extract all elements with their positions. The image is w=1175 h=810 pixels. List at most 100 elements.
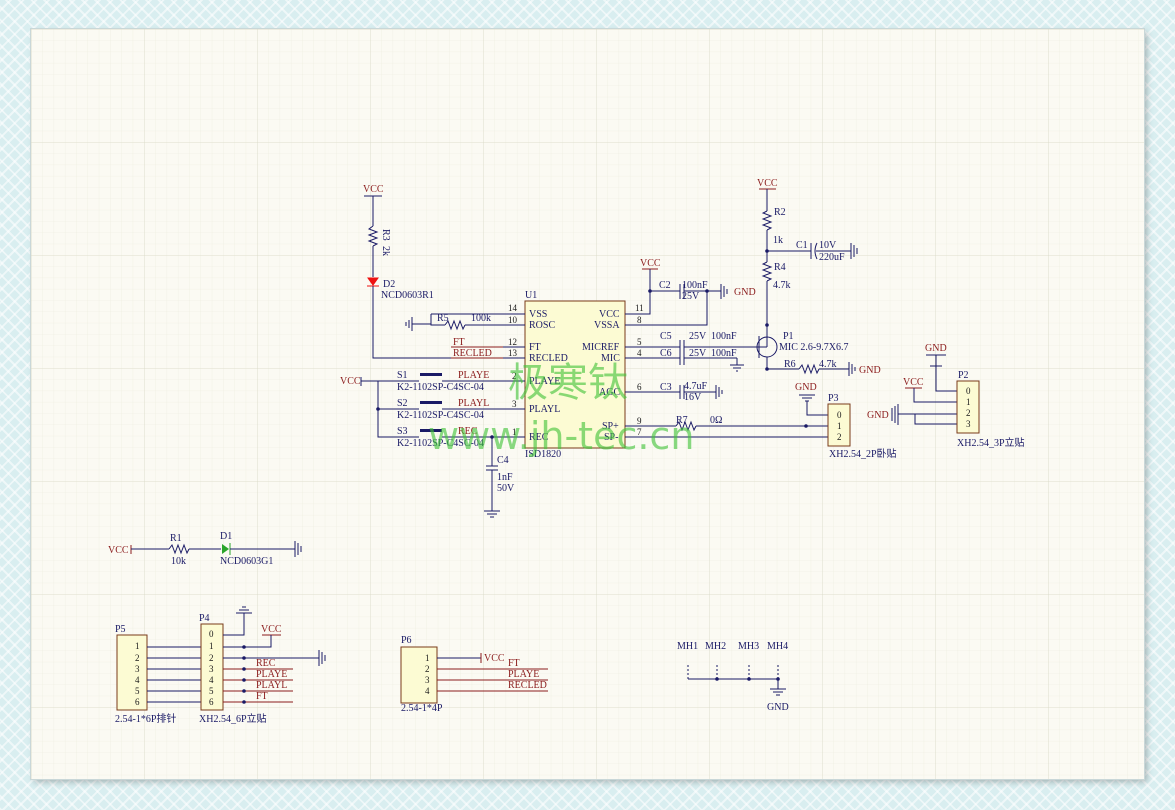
net-playe: PLAYE [458, 370, 489, 381]
s2-switch[interactable]: S2 K2-1102SP-C4SC-04 PLAYL [396, 398, 489, 421]
p2-connector[interactable]: P2 0 1 2 3 XH2.54_3P立贴 [956, 370, 1025, 449]
net-ft: FT [453, 337, 465, 348]
mh-label: MH2 [705, 641, 726, 652]
c5-voltage: 25V [689, 331, 707, 342]
c3-designator: C3 [660, 382, 672, 393]
p3-designator: P3 [828, 393, 839, 404]
p4-designator: P4 [199, 613, 210, 624]
p6-designator: P6 [401, 635, 412, 646]
p3-pin: 2 [837, 432, 842, 442]
p5-pin: 2 [135, 653, 140, 663]
r6-value: 4.7k [819, 359, 837, 370]
p4-connector[interactable]: P4 0 1 2 3 4 5 6 XH2.54_6P立贴 [199, 613, 267, 725]
net-playl: PLAYL [458, 398, 489, 409]
c3-value: 4.7uF [684, 381, 708, 392]
s3-switch[interactable]: S3 K2-1102SP-C4SC-04 REC [396, 426, 484, 449]
p5-pin: 5 [135, 686, 140, 696]
r6-designator: R6 [784, 359, 796, 370]
p6-pin: 2 [425, 664, 430, 674]
net-playl: PLAYL [256, 680, 287, 691]
ground-symbol [720, 284, 728, 299]
r1-resistor[interactable]: R1 10k [168, 533, 190, 567]
u1-pin-num: 13 [508, 348, 518, 358]
gnd-label: GND [767, 702, 789, 713]
vcc-label: VCC [261, 624, 282, 635]
ground-symbol [294, 541, 302, 557]
u1-pin-name: PLAYE [529, 376, 560, 387]
vcc-label: VCC [363, 184, 384, 195]
r2-designator: R2 [774, 207, 786, 218]
r7-designator: R7 [676, 415, 688, 426]
r7-value: 0Ω [710, 415, 722, 426]
s1-switch[interactable]: S1 K2-1102SP-C4SC-04 PLAYE [396, 370, 489, 393]
vcc-label: VCC [340, 376, 361, 387]
u1-pin-name: REC [529, 432, 549, 443]
r6-resistor[interactable]: R6 4.7k [784, 359, 837, 375]
u1-pin-num: 4 [637, 348, 642, 358]
p5-pin: 1 [135, 641, 140, 651]
u1-pin-name: ROSC [529, 320, 555, 331]
p2-part: XH2.54_3P立贴 [957, 436, 1025, 449]
c2-voltage: 25V [682, 291, 700, 302]
u1-pin-num: 3 [512, 399, 517, 409]
net-recled: RECLED [508, 680, 547, 691]
r3-resistor[interactable]: R3 2k [367, 225, 391, 256]
u1-pin-num: 9 [637, 416, 642, 426]
p3-connector[interactable]: P3 0 1 2 XH2.54_2P卧贴 [827, 393, 897, 460]
u1-part: ISD1820 [525, 449, 561, 460]
net-playe: PLAYE [508, 669, 539, 680]
p3-pin: 0 [837, 410, 842, 420]
gnd-label: GND [859, 365, 881, 376]
c2-value: 100nF [682, 280, 708, 291]
p5-header[interactable]: P5 1 2 3 4 5 6 2.54-1*6P排针 [115, 624, 176, 725]
d2-part: NCD0603R1 [381, 290, 434, 301]
mh-label: MH1 [677, 641, 698, 652]
r4-resistor[interactable]: R4 4.7k [761, 261, 791, 291]
r7-resistor[interactable]: R7 0Ω [675, 415, 722, 432]
u1-chip[interactable]: U1 ISD1820 14 VSS 10 ROSC 12 FT 13 RECLE… [503, 290, 649, 460]
p6-pin: 4 [425, 686, 430, 696]
c4-capacitor[interactable]: C4 1nF 50V [486, 437, 515, 511]
u1-pin-name: PLAYL [529, 404, 560, 415]
r2-resistor[interactable]: R2 1k [761, 207, 786, 246]
p4-pin: 6 [209, 697, 214, 707]
c4-voltage: 50V [497, 483, 515, 494]
p4-pin: 0 [209, 629, 214, 639]
net-recled: RECLED [453, 348, 492, 359]
r5-resistor[interactable]: R5 100k [437, 313, 491, 331]
r4-designator: R4 [774, 262, 786, 273]
u1-pin-name: FT [529, 342, 541, 353]
p5-part: 2.54-1*6P排针 [115, 712, 176, 725]
c4-value: 1nF [497, 472, 513, 483]
ground-symbol [848, 362, 856, 376]
ground-symbol [715, 385, 723, 399]
net-rec: REC [256, 658, 276, 669]
p4-pin: 1 [209, 641, 214, 651]
u1-pin-num: 7 [637, 427, 642, 437]
gnd-label: GND [925, 343, 947, 354]
p3-part: XH2.54_2P卧贴 [829, 447, 897, 460]
u1-pin-name: SP- [604, 432, 618, 443]
schematic-canvas: U1 ISD1820 14 VSS 10 ROSC 12 FT 13 RECLE… [31, 29, 1144, 779]
p3-pin: 1 [837, 421, 842, 431]
c1-capacitor[interactable]: C1 10V 220uF [796, 240, 845, 263]
vcc-label: VCC [640, 258, 661, 269]
mounting-holes: MH1 MH2 MH3 MH4 GND [677, 641, 789, 713]
s2-designator: S2 [397, 398, 408, 409]
vcc-label: VCC [108, 545, 129, 556]
p2-pin: 3 [966, 419, 971, 429]
p4-pin: 3 [209, 664, 214, 674]
u1-pin-name: VSS [529, 309, 547, 320]
u1-pin-name: MICREF [582, 342, 620, 353]
watermark-logo: 极寒钛 [508, 360, 628, 406]
r5-value: 100k [471, 313, 491, 324]
r2-value: 1k [773, 235, 783, 246]
p5-pin: 3 [135, 664, 140, 674]
p6-header[interactable]: P6 1 2 3 4 2.54-1*4P [400, 635, 443, 714]
u1-pin-num: 6 [637, 382, 642, 392]
r3-value: 2k [380, 246, 391, 256]
ground-symbol [318, 650, 326, 666]
u1-pin-name: AGC [599, 387, 620, 398]
c3-voltage: 16V [684, 392, 702, 403]
p4-part: XH2.54_6P立贴 [199, 712, 267, 725]
